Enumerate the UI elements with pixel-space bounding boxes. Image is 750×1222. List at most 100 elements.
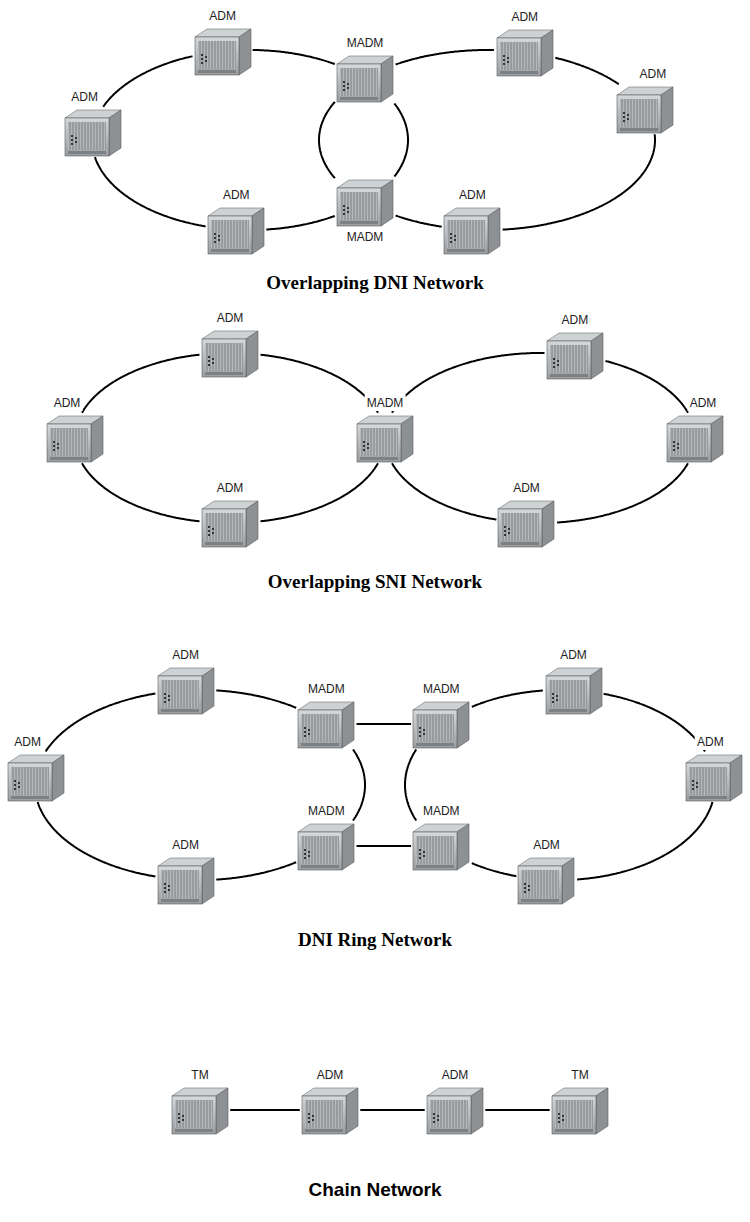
equipment-icon [544, 665, 604, 715]
equipment-icon [45, 413, 105, 463]
equipment-node: TM [550, 1085, 610, 1135]
equipment-node: ADM [206, 205, 266, 255]
node-label: ADM [215, 310, 246, 326]
node-label: ADM [531, 837, 562, 853]
ring-link [253, 50, 335, 64]
equipment-icon [156, 665, 216, 715]
ring-link [577, 802, 712, 879]
node-label: ADM [170, 647, 201, 663]
node-label: ADM [12, 734, 43, 750]
ring-link [557, 463, 688, 522]
equipment-node: ADM [6, 752, 66, 802]
equipment-node: ADM [63, 107, 123, 157]
ring-link [392, 353, 545, 413]
node-label: ADM [69, 89, 100, 105]
ring-link [38, 802, 156, 877]
node-label: MADM [345, 35, 386, 51]
ring-link [503, 134, 655, 229]
node-label: TM [569, 1067, 590, 1083]
equipment-icon [411, 699, 471, 749]
ring-link [261, 463, 379, 521]
ring-link [396, 216, 442, 227]
network-heading: Overlapping SNI Network [0, 570, 750, 594]
equipment-node: ADM [684, 752, 744, 802]
ring-link [82, 463, 200, 521]
ring-link [103, 56, 192, 107]
equipment-icon [200, 328, 260, 378]
equipment-node: ADM [495, 27, 555, 77]
fiber-link [357, 723, 412, 725]
equipment-node: TM [170, 1085, 230, 1135]
equipment-icon [200, 498, 260, 548]
equipment-icon [684, 752, 744, 802]
equipment-node: MADM [296, 821, 356, 871]
network-heading: DNI Ring Network [0, 928, 750, 952]
node-label: MADM [345, 229, 386, 245]
node-label: ADM [315, 1067, 346, 1083]
node-label: MADM [306, 681, 347, 697]
ring-link [555, 58, 619, 84]
equipment-icon [170, 1085, 230, 1135]
node-label: ADM [440, 1067, 471, 1083]
equipment-node: ADM [545, 330, 605, 380]
equipment-node: MADM [411, 699, 471, 749]
ring-link [396, 50, 494, 65]
node-label: ADM [509, 9, 540, 25]
node-label: ADM [695, 734, 726, 750]
ring-link [95, 157, 206, 226]
equipment-icon [296, 821, 356, 871]
node-label: ADM [221, 187, 252, 203]
ring-link [472, 691, 543, 707]
node-label: MADM [306, 803, 347, 819]
equipment-icon [550, 1085, 610, 1135]
ring-link [392, 463, 496, 519]
equipment-node: ADM [544, 665, 604, 715]
ring-link [353, 749, 365, 820]
ring-link [261, 355, 379, 413]
equipment-icon [300, 1085, 360, 1135]
ring-link [46, 694, 156, 752]
equipment-node: ADM [516, 855, 576, 905]
node-label: ADM [215, 480, 246, 496]
equipment-node: MADM [335, 53, 395, 103]
node-label: ADM [638, 66, 669, 82]
ring-link [472, 863, 517, 876]
ring-link [606, 361, 689, 413]
equipment-icon [516, 855, 576, 905]
equipment-icon [156, 855, 216, 905]
ring-link [216, 862, 296, 879]
equipment-node: MADM [411, 821, 471, 871]
equipment-icon [495, 27, 555, 77]
equipment-icon [442, 205, 502, 255]
equipment-icon [665, 413, 725, 463]
equipment-icon [355, 413, 415, 463]
fiber-link [360, 1109, 424, 1111]
equipment-node: ADM [200, 328, 260, 378]
equipment-node: ADM [156, 665, 216, 715]
node-label: MADM [421, 681, 462, 697]
equipment-node: ADM [200, 498, 260, 548]
equipment-icon [206, 205, 266, 255]
equipment-node: ADM [665, 413, 725, 463]
node-label: ADM [457, 187, 488, 203]
node-label: ADM [560, 312, 591, 328]
equipment-node: ADM [193, 26, 253, 76]
ring-link [82, 355, 200, 413]
ring-link [405, 749, 416, 820]
node-label: ADM [207, 8, 238, 24]
node-label: TM [189, 1067, 210, 1083]
equipment-node: ADM [45, 413, 105, 463]
ring-link [216, 691, 296, 708]
equipment-node: MADM [355, 413, 415, 463]
equipment-icon [335, 53, 395, 103]
equipment-icon [615, 84, 675, 134]
fiber-link [230, 1109, 300, 1111]
equipment-node: ADM [496, 498, 556, 548]
node-label: MADM [365, 395, 406, 411]
node-label: ADM [558, 647, 589, 663]
equipment-icon [425, 1085, 485, 1135]
equipment-icon [335, 177, 395, 227]
equipment-node: ADM [442, 205, 502, 255]
ring-link [266, 216, 335, 230]
